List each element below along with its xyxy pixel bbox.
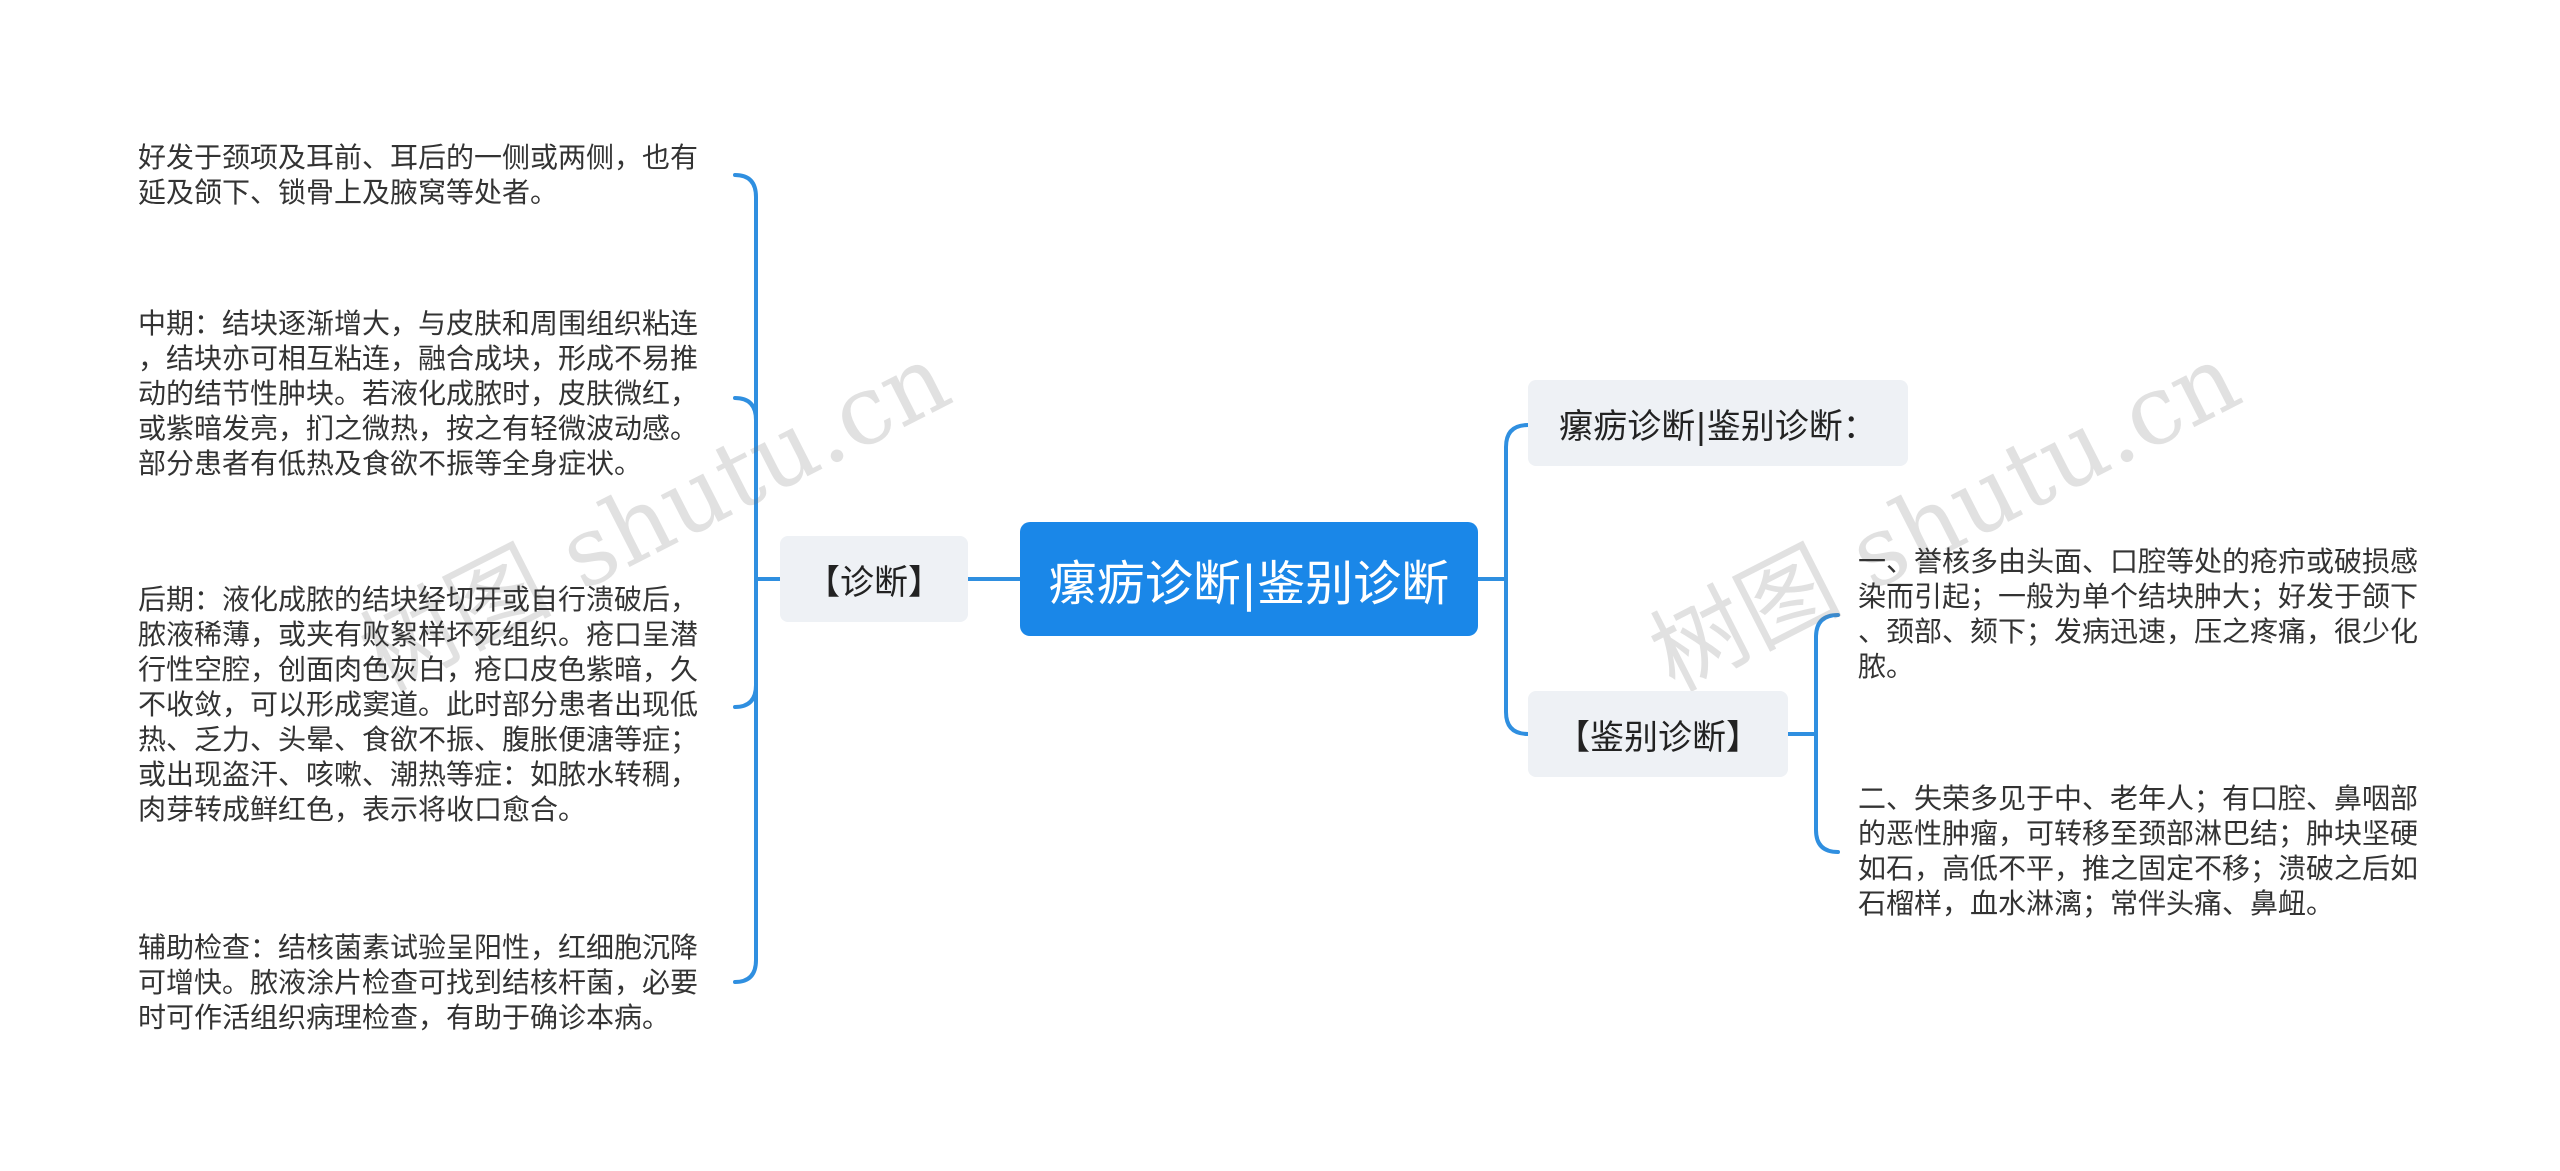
tick-diagnosis-2 — [733, 396, 758, 422]
central-topic[interactable]: 瘰疬诊断|鉴别诊断 — [1020, 522, 1478, 636]
bracket-differential — [1814, 613, 1840, 854]
branch-differential[interactable]: 【鉴别诊断】 — [1528, 691, 1788, 777]
leaf-diagnosis-auxiliary-exam[interactable]: 辅助检查：结核菌素试验呈阳性，红细胞沉降 可增快。脓液涂片检查可找到结核杆菌，必… — [138, 931, 699, 1034]
branch-title[interactable]: 瘰疬诊断|鉴别诊断： — [1528, 380, 1908, 466]
leaf-differential-2[interactable]: 二、失荣多见于中、老年人；有口腔、鼻咽部 的恶性肿瘤，可转移至颈部淋巴结；肿块坚… — [1858, 782, 2419, 920]
branch-diagnosis[interactable]: 【诊断】 — [780, 536, 968, 622]
tick-diagnosis-3 — [733, 683, 758, 709]
leaf-diagnosis-late-stage[interactable]: 后期：液化成脓的结块经切开或自行溃破后， 脓液稀薄，或夹有败絮样坏死组织。疮口呈… — [138, 583, 699, 826]
leaf-diagnosis-location[interactable]: 好发于颈项及耳前、耳后的一侧或两侧，也有 延及颌下、锁骨上及腋窝等处者。 — [138, 141, 699, 209]
leaf-differential-1[interactable]: 一、誉核多由头面、口腔等处的疮疖或破损感 染而引起；一般为单个结块肿大；好发于颌… — [1858, 545, 2419, 683]
leaf-diagnosis-middle-stage[interactable]: 中期：结块逐渐增大，与皮肤和周围组织粘连 ，结块亦可相互粘连，融合成块，形成不易… — [138, 307, 699, 480]
bracket-diagnosis — [733, 173, 758, 984]
bracket-right — [1504, 423, 1530, 736]
